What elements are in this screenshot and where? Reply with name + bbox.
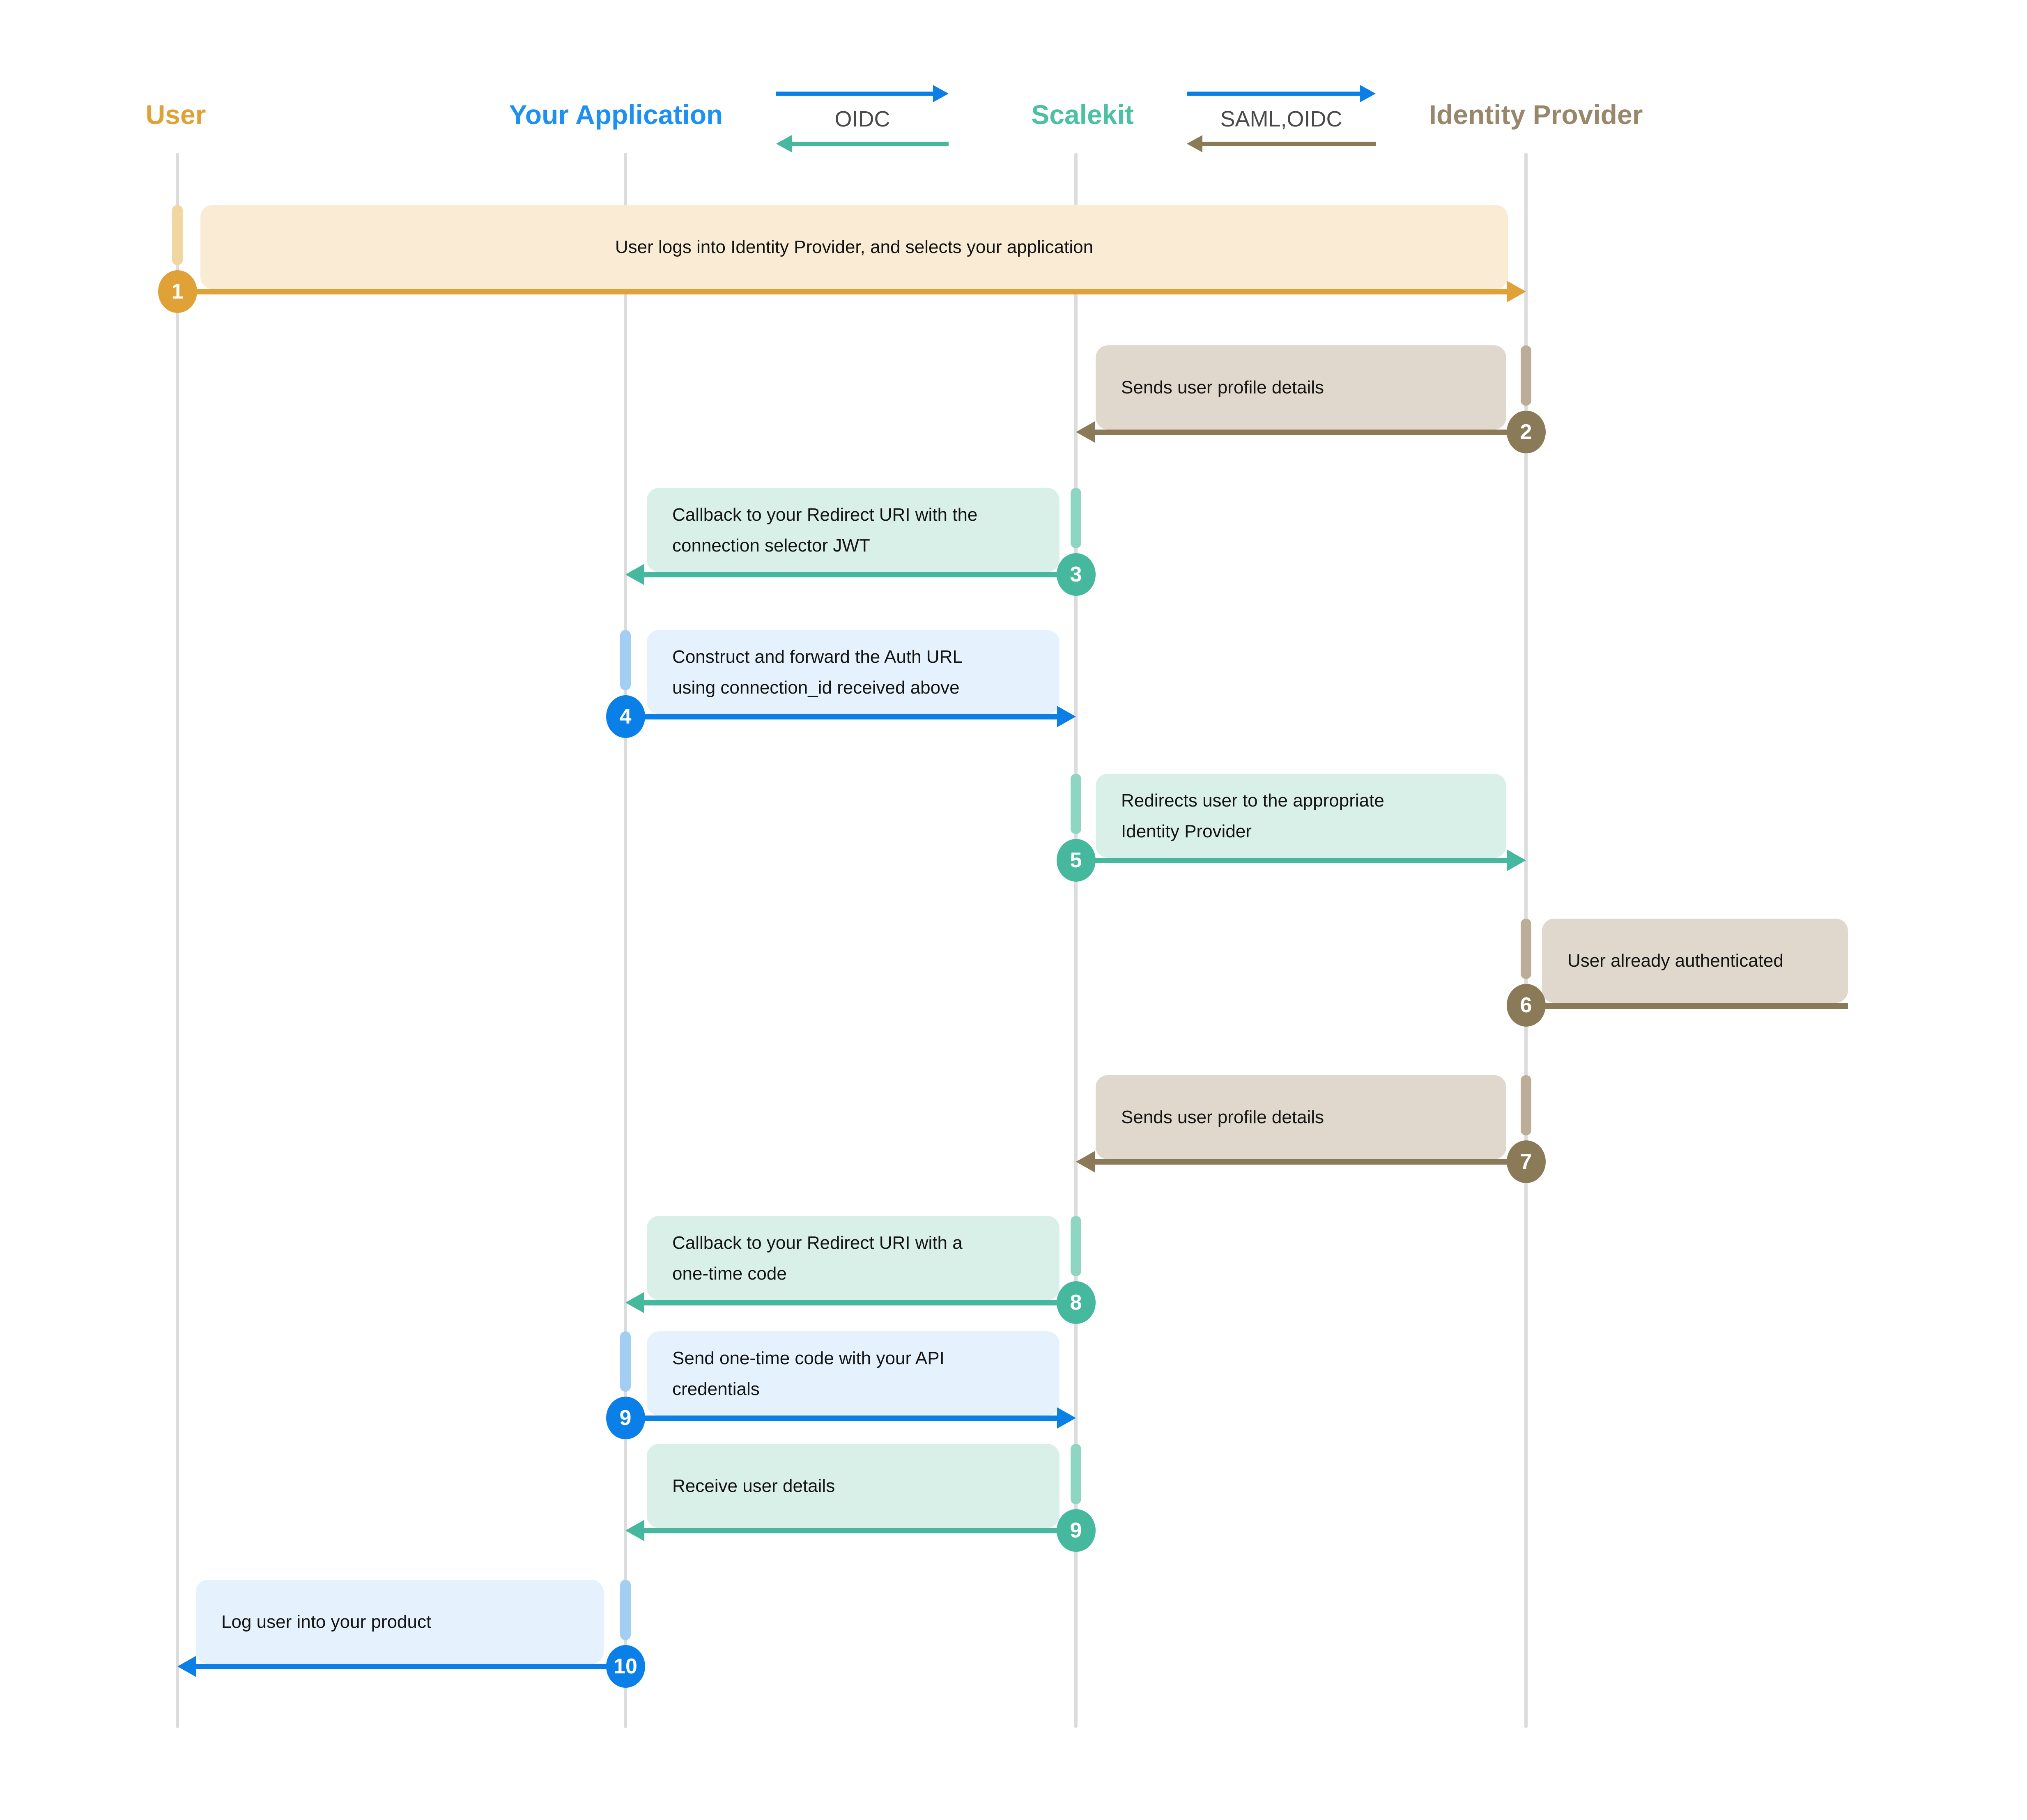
message-box: Sends user profile details [1096, 1075, 1506, 1159]
message-box: Send one-time code with your API credent… [647, 1331, 1059, 1416]
message-text: User logs into Identity Provider, and se… [615, 237, 1094, 257]
message-text: Callback to your Redirect URI with a one… [672, 1232, 963, 1284]
actor-your-application: Your Application [509, 99, 723, 130]
message-arrow [1095, 1159, 1526, 1165]
step-badge: 9 [1056, 1509, 1096, 1552]
message-box: Callback to your Redirect URI with the c… [647, 488, 1059, 572]
message-box: User logs into Identity Provider, and se… [200, 205, 1508, 289]
message-box: Callback to your Redirect URI with a one… [647, 1216, 1059, 1300]
activation-bar [620, 1580, 631, 1640]
step-badge: 3 [1056, 553, 1096, 596]
message-text: Construct and forward the Auth URL using… [672, 646, 963, 698]
activation-bar [1071, 488, 1081, 548]
arrowhead-icon [1057, 1407, 1076, 1429]
protocol-backward-arrowhead-icon [1187, 135, 1202, 152]
message-box: Sends user profile details [1096, 345, 1506, 430]
message-arrow [644, 1300, 1076, 1305]
message-box: Construct and forward the Auth URL using… [647, 630, 1059, 714]
arrowhead-icon [625, 1520, 644, 1541]
protocol-label-oidc: OIDC [834, 107, 890, 131]
arrowhead-icon [1057, 706, 1076, 727]
activation-bar [1521, 1075, 1531, 1135]
activation-bar [1071, 1444, 1081, 1504]
activation-bar [620, 1331, 631, 1392]
arrowhead-icon [1507, 850, 1526, 871]
protocol-backward-arrow-line [1202, 142, 1376, 146]
message-text: Redirects user to the appropriate Identi… [1121, 790, 1384, 841]
message-arrow [177, 289, 1507, 294]
arrowhead-icon [1507, 281, 1526, 302]
lifeline-scalekit [1074, 153, 1078, 1728]
activation-bar [620, 630, 631, 690]
message-arrow [625, 714, 1057, 719]
activation-bar [1071, 1216, 1081, 1276]
arrowhead-icon [625, 1292, 644, 1313]
step-badge: 10 [606, 1645, 645, 1688]
arrowhead-icon [1076, 421, 1095, 443]
lifeline-your-application [624, 153, 627, 1728]
lifeline-user [176, 153, 179, 1728]
message-line [1526, 1003, 1848, 1009]
protocol-forward-arrow-line [776, 92, 934, 96]
message-arrow [196, 1664, 625, 1669]
protocol-label-saml-oidc: SAML,OIDC [1220, 107, 1342, 131]
message-text: Send one-time code with your API credent… [672, 1348, 945, 1399]
step-badge: 7 [1506, 1140, 1546, 1183]
activation-bar [1521, 919, 1531, 979]
message-text: Sends user profile details [1121, 377, 1324, 398]
protocol-backward-arrowhead-icon [776, 135, 792, 152]
message-text: Sends user profile details [1121, 1107, 1324, 1127]
actor-identity-provider: Identity Provider [1429, 99, 1643, 130]
protocol-forward-arrowhead-icon [1360, 85, 1376, 102]
actor-user: User [145, 99, 206, 130]
protocol-forward-arrowhead-icon [933, 85, 949, 102]
step-badge: 8 [1056, 1281, 1096, 1324]
arrowhead-icon [625, 564, 644, 585]
message-arrow [644, 572, 1076, 577]
arrowhead-icon [177, 1656, 196, 1677]
step-badge: 4 [606, 695, 645, 738]
activation-bar [1521, 345, 1531, 406]
message-arrow [644, 1528, 1076, 1533]
protocol-backward-arrow-line [791, 142, 949, 146]
message-arrow [1095, 430, 1526, 435]
message-box: User already authenticated [1542, 919, 1848, 1003]
actor-scalekit: Scalekit [1031, 99, 1134, 130]
activation-bar [172, 205, 183, 265]
step-badge: 9 [606, 1397, 645, 1439]
message-box: Redirects user to the appropriate Identi… [1096, 774, 1506, 858]
step-badge: 2 [1506, 411, 1546, 453]
activation-bar [1071, 774, 1081, 834]
protocol-forward-arrow-line [1187, 92, 1361, 96]
step-badge: 1 [158, 270, 197, 313]
arrowhead-icon [1076, 1151, 1095, 1172]
step-badge: 6 [1506, 984, 1546, 1027]
message-arrow [1076, 858, 1507, 863]
message-text: Receive user details [672, 1476, 835, 1496]
message-box: Log user into your product [196, 1580, 604, 1664]
step-badge: 5 [1056, 839, 1096, 882]
message-box: Receive user details [647, 1444, 1059, 1528]
message-text: User already authenticated [1567, 951, 1783, 971]
message-arrow [625, 1416, 1057, 1421]
message-text: Callback to your Redirect URI with the c… [672, 504, 978, 556]
message-text: Log user into your product [221, 1612, 432, 1632]
